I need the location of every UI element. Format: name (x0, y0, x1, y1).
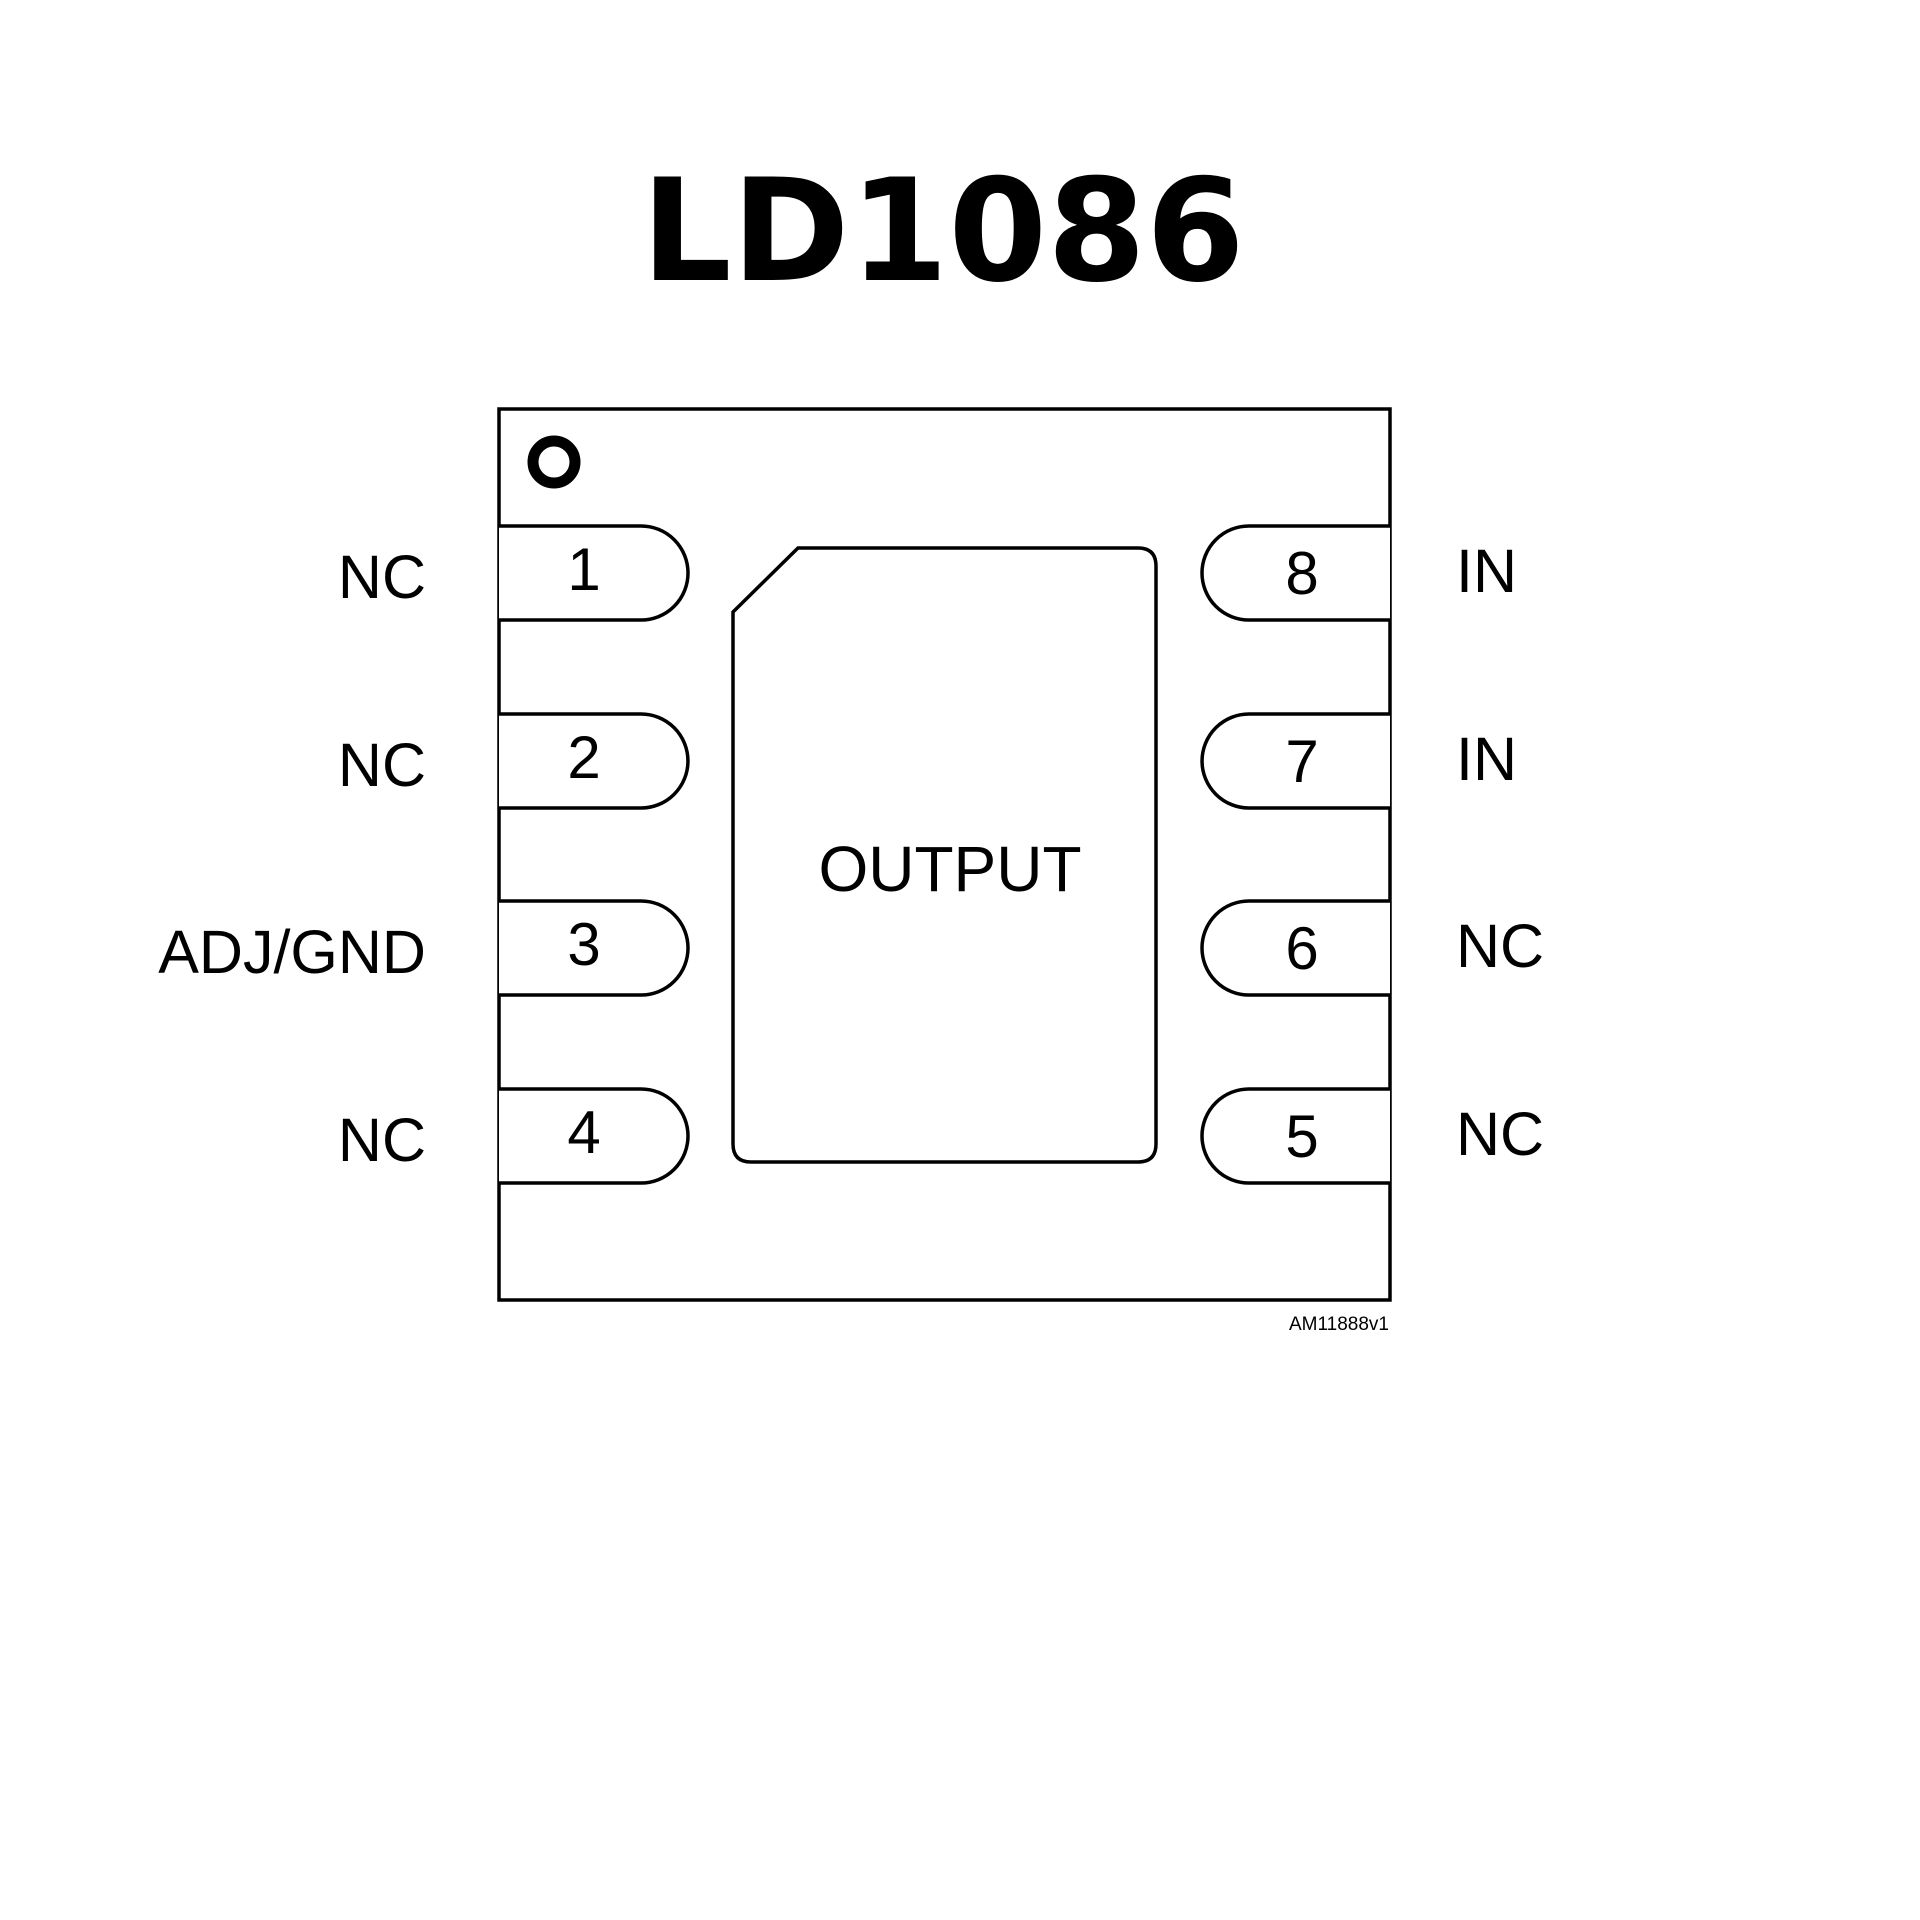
pin-number: 1 (567, 536, 600, 603)
pin-2: 2 NC (338, 712, 690, 810)
pin1-dot-icon (527, 435, 581, 489)
pin-1: 1 NC (338, 524, 690, 622)
pin-name: NC (1456, 912, 1544, 980)
pin-6: 6 NC (1200, 899, 1544, 997)
pin-number: 4 (567, 1099, 600, 1166)
chip-title: LD1086 (641, 149, 1245, 314)
pin-number: 7 (1285, 728, 1318, 795)
pin-name: NC (338, 1106, 426, 1174)
pin-name: IN (1456, 725, 1517, 793)
pin-pad (1200, 1087, 1390, 1185)
pin-number: 3 (567, 911, 600, 978)
pin-number: 8 (1285, 540, 1318, 607)
pin-number: 6 (1285, 915, 1318, 982)
pin-name: NC (338, 543, 426, 611)
pin-pad (499, 712, 690, 810)
pin-name: NC (338, 731, 426, 799)
pin-pad (499, 899, 690, 997)
pin-8: 8 IN (1200, 524, 1517, 622)
pin-7: 7 IN (1200, 712, 1517, 810)
pin-pad (1200, 524, 1390, 622)
pin-pad (1200, 712, 1390, 810)
exposed-pad (731, 546, 1158, 1164)
pin-4: 4 NC (338, 1087, 690, 1185)
pin-name: IN (1456, 537, 1517, 605)
pin-5: 5 NC (1200, 1087, 1544, 1185)
drawing-code: AM11888v1 (1289, 1314, 1389, 1335)
pin-name: ADJ/GND (158, 918, 426, 986)
pin-number: 2 (567, 724, 600, 791)
pin-name: NC (1456, 1100, 1544, 1168)
pin-pad (499, 524, 690, 622)
pin-3: 3 ADJ/GND (158, 899, 690, 997)
pin-pad (1200, 899, 1390, 997)
pin-pad (499, 1087, 690, 1185)
pin-number: 5 (1285, 1103, 1318, 1170)
exposed-pad-label: OUTPUT (818, 833, 1081, 905)
